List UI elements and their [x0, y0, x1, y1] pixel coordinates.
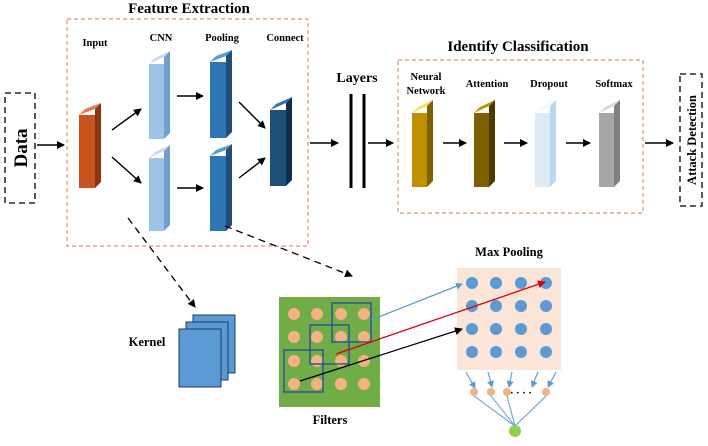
filter-dot — [358, 308, 370, 320]
attack-detection-label: Attack Detection — [685, 95, 699, 185]
attention-label: Attention — [466, 79, 509, 90]
dropout-label: Dropout — [530, 79, 568, 90]
pool-dot — [515, 277, 527, 289]
fan-out-arrow — [487, 371, 494, 388]
pool-dot — [466, 323, 478, 335]
fan-out-arrow — [530, 371, 539, 388]
fan-out-arrows — [465, 371, 557, 389]
fan-in-line — [490, 395, 516, 427]
attack-detection-node: Attack Detection — [679, 73, 703, 207]
identify-classification-title: Identify Classification — [447, 39, 589, 55]
filter-dot — [311, 355, 323, 367]
flatten-dot — [487, 388, 495, 396]
pool-dot — [515, 300, 527, 312]
cnn-label: CNN — [150, 33, 173, 44]
pool-dot — [466, 300, 478, 312]
fan-in-line — [506, 395, 516, 427]
kernel-stack — [178, 314, 236, 388]
fan-in-line — [473, 395, 516, 427]
flatten-dots — [470, 388, 550, 396]
fan-out-arrow — [506, 371, 514, 388]
neural-network-label-1: Neural — [411, 72, 442, 83]
filter-dot — [288, 331, 300, 343]
softmax-label: Softmax — [595, 79, 633, 90]
feature-extraction-title: Feature Extraction — [128, 1, 250, 17]
filter-dot — [288, 308, 300, 320]
filter-dot — [358, 378, 370, 390]
pooling-label: Pooling — [205, 33, 240, 44]
filter-dot — [288, 378, 300, 390]
filter-dot — [335, 308, 347, 320]
filter-dot — [335, 355, 347, 367]
cnn-block-top — [149, 51, 170, 139]
max-pooling-dots — [466, 277, 552, 358]
fan-out-arrow — [547, 371, 557, 388]
arrow-filter-to-pool-red — [335, 280, 546, 355]
pool-dot — [490, 300, 502, 312]
connect-block — [270, 97, 292, 186]
connect-label: Connect — [266, 33, 304, 44]
arrow-filter-to-pool-black — [299, 327, 463, 382]
fan-in-lines — [473, 395, 547, 427]
input-block — [79, 103, 101, 188]
filter-dot — [288, 355, 300, 367]
max-pooling-label: Max Pooling — [475, 245, 543, 259]
data-node: Data — [4, 92, 36, 204]
fan-out-arrow — [465, 371, 476, 389]
filter-dot — [311, 308, 323, 320]
pool-dot — [490, 346, 502, 358]
output-node — [509, 425, 521, 437]
neural-network-block — [412, 100, 433, 187]
pooling-block-top — [210, 50, 232, 138]
dropout-block — [535, 100, 556, 187]
identify-classification-box — [397, 59, 644, 214]
flatten-dot — [503, 388, 511, 396]
filter-dot — [311, 331, 323, 343]
dashed-arrow-to-kernel — [127, 217, 196, 308]
dashed-arrow-to-filters — [224, 225, 353, 278]
pool-dot — [490, 277, 502, 289]
ellipsis-label: · · · · — [510, 388, 532, 399]
pool-dot — [466, 277, 478, 289]
filter-dot — [358, 331, 370, 343]
softmax-block — [599, 100, 620, 187]
cnn-block-bottom — [149, 145, 170, 231]
pool-dot — [466, 346, 478, 358]
filter-dot — [311, 378, 323, 390]
neural-network-label-2: Network — [406, 86, 445, 97]
pool-dot — [490, 323, 502, 335]
data-label: Data — [11, 128, 32, 168]
pooling-block-bottom — [210, 144, 232, 231]
pool-dot — [515, 323, 527, 335]
pool-dot — [540, 323, 552, 335]
pool-dot — [540, 346, 552, 358]
filter-windows — [283, 302, 372, 393]
flatten-dot — [470, 388, 478, 396]
feature-extraction-box — [66, 18, 309, 247]
arrow-pooling-to-connect-top — [238, 101, 266, 129]
flatten-dot — [542, 388, 550, 396]
arrow-filter-to-pool-blue — [370, 282, 463, 321]
filter-dot — [335, 378, 347, 390]
arrow-input-to-cnn-bottom — [111, 156, 142, 184]
layers-label: Layers — [336, 71, 378, 86]
filter-dot — [335, 331, 347, 343]
pool-dot — [540, 300, 552, 312]
fan-in-line — [514, 395, 547, 427]
input-label: Input — [82, 38, 108, 49]
filters-label: Filters — [313, 413, 348, 427]
arrow-pooling-to-connect-bottom — [238, 157, 266, 179]
attention-block — [474, 100, 495, 187]
arrow-input-to-cnn-top — [111, 108, 142, 131]
kernel-label: Kernel — [129, 335, 166, 349]
pool-dot — [515, 346, 527, 358]
